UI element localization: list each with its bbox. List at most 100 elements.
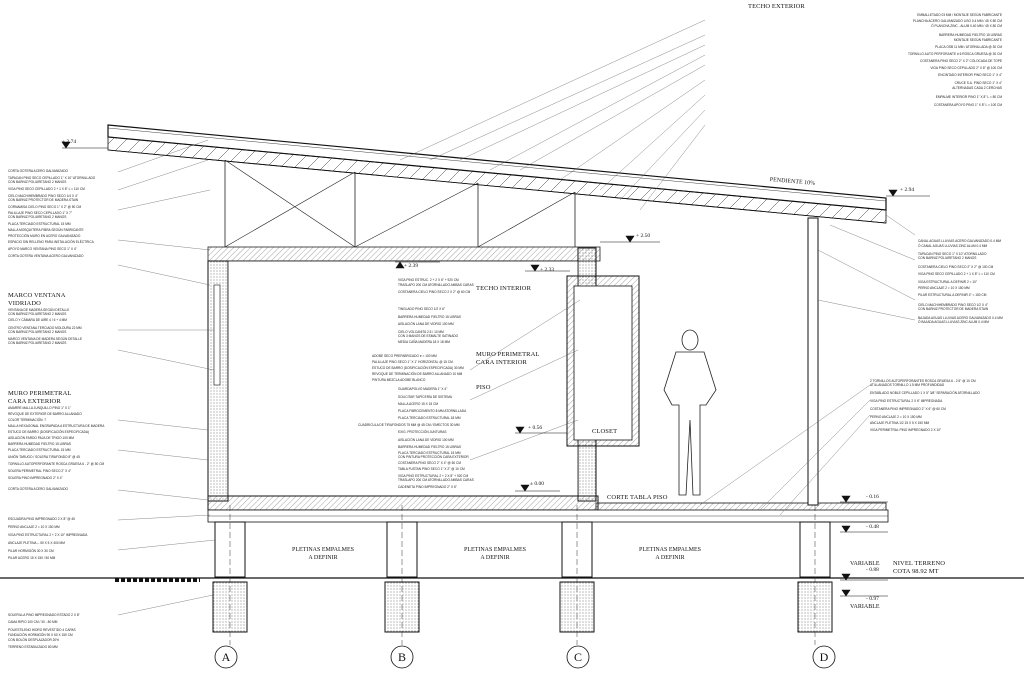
terrace-note: 2 TORNILLOS AUTOPERFORANTES ROSCA GRUESA…	[870, 379, 976, 383]
person-figure	[663, 329, 717, 496]
left-note: CORTA GOTERA ACERO GALVANIZADO	[8, 169, 68, 173]
center-note: TRASLAPO 200 CM ATORNILLADO AMBAS CARAS	[398, 283, 474, 287]
closet-label: CLOSET	[592, 428, 618, 435]
left-note: MALLA MOSQUITERA FIBRA SEGÚN FABRICANTE	[8, 228, 84, 232]
level-window-head: + 2.33	[540, 267, 555, 273]
center-note: PLACA FIBROCEMENTO 8 MM ATORNILLADA	[398, 409, 467, 413]
center-note: AISLACIÓN LANA DE VIDRIO 100 MM	[398, 438, 454, 442]
foundation-note: SOLERILLA PINO IMPREGNADO ESTADO 2 X 8"	[8, 613, 80, 617]
level-ceiling-low: + 2.39	[404, 263, 419, 269]
terrace-note: PERNO ANCLAJE 2 = 10 X 150 MM	[870, 415, 922, 419]
window-note: CIELO Y CÁMARA DE AIRE 4 / 6 + 4 MM	[8, 318, 67, 322]
ceiling-structure	[207, 159, 601, 262]
right-note: PERNO ANCLAJE 2 = 10 X 150 MM	[918, 286, 970, 290]
base-note: PILAR HORMIGÓN 30 X 30 CM	[8, 549, 54, 553]
axis-label-d: D	[819, 650, 829, 664]
center-note: SOLICITAR TAPÍCERÍA DE SISTEMA	[398, 395, 453, 399]
level-terrace: - 0.16	[866, 494, 879, 500]
left-note: APOYO MARCO VENTANA PINO SECO 1" X 4"	[8, 247, 77, 251]
center-note: EXIG. PROTECCIÓN JUNTURAS	[398, 430, 447, 434]
right-note: Ó CANAL AGUAS LLUVIAS ZINC ALUM 0.4 MM	[918, 244, 988, 248]
level-footing: - 0.97	[866, 596, 879, 602]
roof-note: CRUCE S.A. PINO SECO 1" X 4"	[954, 81, 1002, 85]
roof-note: TORNILLO AUTO PERFORANTE # 6 ROSCA GRUES…	[908, 52, 1002, 56]
center-note: CADENETA PINO IMPREGNADO 2" X 6"	[398, 485, 457, 489]
left-note: PLACA TERCIADO ESTRUCTURAL 15 MM	[8, 222, 71, 226]
wall-ext-note: SOLERA PERIMETRAL PINO SECO 2" X 4"	[8, 469, 72, 473]
variable-bottom: VARIABLE	[850, 604, 880, 610]
wall-ext-title-1: MURO PERIMETRAL	[8, 390, 72, 397]
right-note: COSTANERA CIELO PINO SECO 2" X 2" @ 100 …	[918, 265, 994, 269]
center-note: MEDIA CAÑA MADERA 18 X 18 MM	[398, 340, 450, 344]
terrace-note: COSTANERA PINO IMPREGNADO 2" X 6" @ 60 C…	[870, 407, 946, 411]
variable-top: VARIABLE	[850, 561, 880, 567]
foundation-note: POLIESTILENO HIDRO REVESTIDO 4 CAPAS	[8, 628, 76, 632]
right-note: VIGA ESTRUCTURAL A DEFINIR 2 = 10"	[918, 280, 978, 284]
wall-ext-note: AISLACIÓN FARDO PAJA DE TRIGO 100 MM	[8, 436, 74, 440]
roof-note: PLACA OSB 11 MM / ATORNILLADA @ 30 CM	[935, 45, 1002, 49]
left-note: CON BARNIZ PROTECTOR DE MADERA STAIN	[8, 198, 79, 202]
center-note: COSTANERA CIELO PINO SECO 2 X 2" @ 60 CM	[398, 290, 471, 294]
wall-interior-label-1: MURO PERIMETRAL	[476, 351, 540, 358]
terrace-note: ANCLAJE PLETINA 1/2 15 X 5 X 150 MM	[870, 421, 930, 425]
center-note: TINGLADO PINO SECO 1/2 X 6"	[398, 307, 446, 311]
right-note: CON BARNIZ PROTECTOR DE MADERA STAIN	[918, 307, 989, 311]
right-note: CON BARNIZ POLIURETANO 2 MANOS	[918, 256, 977, 260]
left-note: TAPACAN PINO SECO CEPILLADO 1" X 10" ATO…	[8, 176, 96, 180]
left-note: VIGA PINO SECO CEPILLADO 2 + 1 X 8" L = …	[8, 187, 85, 191]
level-ground: - 0.88	[866, 567, 879, 573]
left-note: ESPACIO SIN RELLENO PARA INSTALACIÓN ELÉ…	[8, 240, 94, 244]
floor	[207, 495, 889, 523]
pletinas-label: PLETINAS EMPALMES	[639, 547, 701, 553]
roof-note: Ó PLANCHA ZINC - ALUM 0.40 MM / 45 X 80 …	[931, 24, 1002, 28]
window-note: VENTANA DE MADERA SEGÚN DETALLE	[8, 308, 70, 312]
terrace-note: ENTABLADO NOBLE CEPILLADO 1 X 5" 3/8" SE…	[870, 391, 980, 395]
roof	[107, 124, 887, 224]
wall-ext-note: CORTA GOTERA ACERO GALVANIZADO	[8, 487, 68, 491]
roof-note: EMBALLETADO 03 MM / MONTAJE SEGÚN FABRIC…	[917, 13, 1002, 17]
center-note: TABLA FUSTAN PINO SECO 1" X 2" @ 10 CM	[398, 467, 465, 471]
center-note: CIELO VOLCANITA 2.5 / 10 MM	[398, 330, 444, 334]
left-note: CIELO MACHIHEMBRADO PINO SECO 1/4 X 4"	[8, 194, 78, 198]
center-note: VIGA PINO ESTRUC. 2 + 2 X 6" + 920 CM	[398, 278, 459, 282]
right-note: PILAR ESTRUCTURAL A DEFINIR 4" = 150 CM	[918, 293, 987, 297]
terrain-label-2: COTA 98.92 MT	[893, 568, 939, 575]
left-note: CORNAMISA CIELO PINO SECO 1" X 2" @ 50 C…	[8, 205, 82, 209]
base-note: PILAR ACERO 15 X 150 / 50 MM	[8, 556, 56, 560]
left-note: PALILLAJE PINO SECO CEPILLADO 1" X 7"	[8, 211, 73, 215]
left-note: CON BARNIZ POLIURETANO 2 MANOS	[8, 215, 67, 219]
window-note: CON BARNIZ POLIURETANO 2 MANOS	[8, 330, 67, 334]
center-note: CON 3 MANOS DE ESMALTE SATINADO	[398, 334, 459, 338]
center-note: CUADRICULA DE TIRAFONDOS 75 MM @ 45 CM /…	[358, 423, 460, 427]
floor-label: PISO	[476, 384, 491, 391]
center-note: TRASLAPO 200 CM ATORNILLADO AMBAS CARAS	[398, 478, 474, 482]
center-note: AISLACIÓN LANA DE VIDRIO 100 MM	[398, 322, 454, 326]
level-floor: ± 0.00	[530, 481, 545, 487]
closet	[566, 275, 640, 447]
window-note: CENTRO VENTANA TERCIADO MOLDURA 22 MM	[8, 326, 82, 330]
ceiling-interior-label: TECHO INTERIOR	[476, 285, 532, 292]
roof-note: BARRERA HUMEDAD FIELTRO 15 LIBRAS	[939, 33, 1002, 37]
piers	[212, 521, 833, 633]
roof-note: PLANCHA ACERO GALVANIZADO LISO 0.4 MM / …	[912, 19, 1002, 23]
base-note: VIGA PINO ESTRUCTURAL 2 + 2 X 10" IMPREG…	[8, 533, 88, 537]
wall-ext-note: REVOQUE DE EXTERIOR DE BARRO ALLANADO	[8, 412, 82, 416]
wall-ext-note: UNIÓN TARUGO / SOLERA TIRAFONDO 8" @ 45	[8, 455, 80, 459]
axis-label-c: C	[573, 650, 582, 664]
center-note: COSTANERA PINO SECO 2" X 4" @ 50 CM	[398, 461, 462, 465]
right-note: BAJADA AGUAS LLUVIAS ACERO GALVANIZADO 0…	[918, 316, 1003, 320]
center-note: BARRERA HUMEDAD FIELTRO 15 LIBRAS	[398, 315, 461, 319]
foundation-note: TERRENO ESTABILIZADO 80 MM	[8, 645, 58, 649]
right-note: CIELO MACHIHEMBRADO PINO SECO 1/2 X 4"	[918, 303, 988, 307]
right-note: TAPACAN PINO SECO 1" X 10" ATORNILLADO	[918, 252, 987, 256]
terrace-note: VIGA PERIMETRAL PINO IMPREGNADO 2 X 10"	[870, 428, 942, 432]
center-note: PALILLAJE PINO SECO 1" X 1" HORIZONTAL @…	[372, 360, 453, 364]
axis-bubbles	[214, 645, 836, 669]
level-top: + 3.74	[62, 139, 77, 145]
axis-label-a: A	[221, 650, 231, 664]
wall-ext-note: BARRERA HUMEDAD FIELTRO 15 LIBRAS	[8, 442, 71, 446]
window-note: MARCO VENTANA DE MADERA SEGÚN DETALLE	[8, 337, 83, 341]
terrain-label-1: NIVEL TERRENO	[893, 560, 946, 567]
roof-note: VIGA PINO SECO CEPILLADO 2" X 8" @ 100 C…	[930, 66, 1002, 70]
